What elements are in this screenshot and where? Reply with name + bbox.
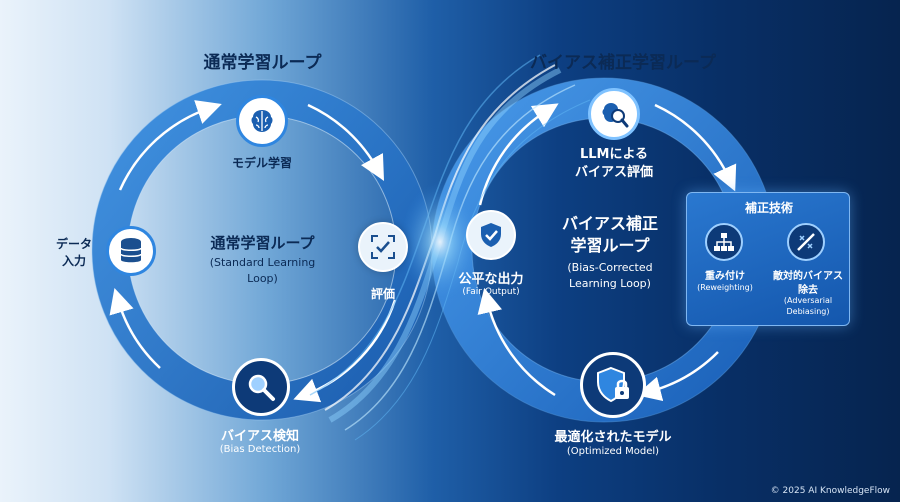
magnifier-icon — [232, 358, 290, 416]
step-fair-output: 公平な出力 — [458, 272, 524, 287]
center-swirl — [309, 54, 591, 441]
step-llm-evaluation-line1: LLMによる — [579, 147, 649, 162]
adversarial-debias-icon — [787, 223, 825, 261]
step-evaluation: 評価 — [370, 287, 395, 301]
evaluation-check-icon — [358, 222, 408, 272]
technique-adversarial-line2: 除去 — [798, 285, 818, 296]
technique-reweighting: 重み付け — [705, 271, 745, 282]
right-center-subtitle-line1: (Bias-Corrected — [567, 261, 653, 274]
copyright-footer: © 2025 AI KnowledgeFlow — [770, 486, 890, 496]
shield-lock-icon — [580, 352, 646, 418]
right-center-title-line2: 学習ループ — [570, 236, 650, 255]
right-center-subtitle-line2: Learning Loop) — [569, 277, 651, 290]
correction-techniques-panel: 補正技術 重み付け (Reweighting) 敵対的バイアス 除去 (Adve… — [686, 192, 850, 326]
shield-check-icon — [466, 210, 516, 260]
step-data-input-line1: データ — [55, 237, 92, 251]
step-llm-evaluation-line2: バイアス評価 — [574, 165, 653, 180]
hierarchy-icon — [705, 223, 743, 261]
left-center-subtitle-line1: (Standard Learning — [209, 256, 316, 269]
technique-adversarial-en-line2: Debiasing) — [786, 307, 830, 316]
step-optimized-model: 最適化されたモデル — [554, 430, 672, 445]
brain-search-icon — [588, 88, 640, 140]
technique-adversarial-en-line1: (Adversarial — [783, 296, 833, 305]
database-icon — [106, 226, 156, 276]
step-optimized-model-en: (Optimized Model) — [566, 446, 660, 457]
left-center-title: 通常学習ループ — [210, 234, 315, 252]
right-loop-heading: バイアス補正学習ループ — [530, 53, 716, 73]
technique-adversarial-line1: 敵対的バイアス — [773, 271, 843, 282]
technique-reweighting-en: (Reweighting) — [697, 283, 753, 292]
correction-panel-title: 補正技術 — [744, 201, 793, 215]
left-center-subtitle-line2: Loop) — [247, 272, 278, 285]
left-loop-heading: 通常学習ループ — [203, 53, 322, 73]
right-center-title-line1: バイアス補正 — [561, 214, 658, 233]
brain-icon — [236, 95, 288, 147]
step-fair-output-en: (Fair Output) — [462, 287, 520, 297]
step-bias-detection: バイアス検知 — [220, 429, 299, 444]
step-data-input-line2: 入力 — [61, 254, 86, 268]
step-bias-detection-en: (Bias Detection) — [219, 444, 301, 455]
step-model-training: モデル学習 — [231, 156, 292, 170]
